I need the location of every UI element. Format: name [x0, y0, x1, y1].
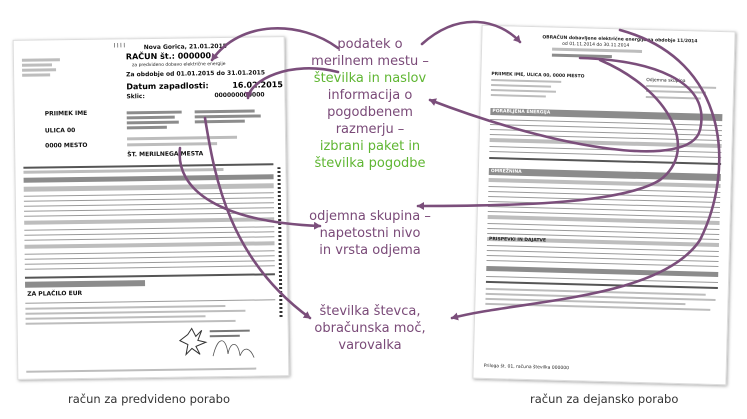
annotation-customer-group: odjemna skupina – napetostni nivo in vrs… [305, 208, 435, 259]
ann-bottom-line-2: obračunska moč, [314, 321, 426, 336]
arrow-right-return-top [428, 56, 703, 153]
arrow-right-to-middle [416, 58, 680, 210]
arrow-top-to-left-meter [210, 27, 340, 62]
ann-top-line-2: merilnem mestu – [311, 54, 429, 69]
ann-top-line-3: številka in naslov [313, 71, 427, 86]
annotation-meter-contract: podatek o merilnem mestu – številka in n… [300, 36, 440, 172]
ann-top-line-1: podatek o [337, 37, 403, 52]
arrow-right-to-bottom [450, 28, 721, 321]
annotation-meter-power-fuse: številka števca, obračunska moč, varoval… [310, 303, 430, 354]
arrow-top-to-right-header [420, 20, 522, 46]
ann-bottom-line-3: varovalka [338, 338, 402, 353]
ann-bottom-line-1: številka števca, [319, 304, 421, 319]
ann-top-line-7: številka pogodbe [314, 156, 426, 171]
ann-middle-line-3: in vrsta odjema [319, 243, 421, 258]
invoice-estimated-document: | | | | Nova Gorica, 21.01.2015 RAČUN št… [12, 36, 290, 380]
ann-middle-line-2: napetostni nivo [319, 226, 421, 241]
arrow-left-to-bottom [203, 116, 312, 320]
arrow-middle-to-left [178, 146, 322, 230]
ann-middle-line-1: odjemna skupina – [309, 209, 431, 224]
signature-stamp [178, 327, 255, 358]
ann-top-line-6: izbrani paket in [319, 139, 421, 154]
ann-top-line-4: informacija o [327, 88, 413, 103]
ann-top-line-5: pogodbenem razmerju – [327, 105, 413, 137]
arrow-top-to-left-contract [244, 67, 340, 100]
caption-actual-invoice: račun za dejansko porabo [530, 392, 679, 406]
caption-estimated-invoice: račun za predvideno porabo [68, 392, 231, 406]
